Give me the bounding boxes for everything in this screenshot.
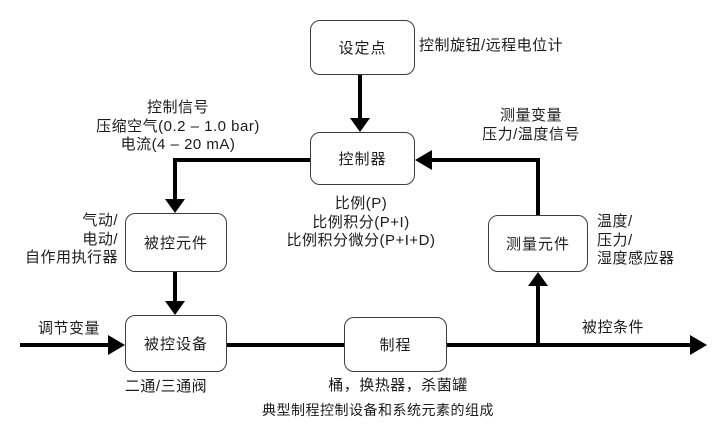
control-mode-pid: 比例积分微分(P+I+D) (286, 232, 436, 249)
node-process: 制程 (344, 317, 447, 372)
connector-input (20, 343, 109, 347)
actuator-type-line2: 电动/ (82, 230, 118, 248)
connector-branch-measuring (536, 285, 540, 347)
node-controlled-element-label: 被控元件 (143, 235, 208, 252)
measured-variable-line1: 测量变量 (499, 107, 562, 124)
label-controlled-condition: 被控条件 (582, 319, 644, 338)
control-signal-line2: 压缩空气(0.2 – 1.0 bar) (96, 117, 260, 135)
connector-controller-left (173, 158, 310, 162)
node-controller-label: 控制器 (338, 151, 387, 168)
control-signal-line3: 电流(4 – 20 mA) (120, 136, 236, 153)
diagram-caption-text: 典型制程控制设备和系统元素的组成 (262, 402, 494, 418)
arrowhead-into-controlled-device (165, 301, 185, 315)
arrowhead-into-controlled-element (165, 199, 185, 213)
node-controlled-element: 被控元件 (125, 213, 227, 272)
label-sensor-types: 温度/ 压力/ 湿度感应器 (597, 213, 675, 269)
arrowhead-into-controller-right (415, 150, 432, 170)
label-measured-variable: 测量变量 压力/温度信号 (441, 107, 621, 144)
connector-measuring-up (536, 162, 540, 215)
label-manipulated-variable: 调节变量 (38, 320, 100, 339)
sensor-type-line2: 压力/ (597, 231, 633, 249)
sensor-type-line3: 湿度感应器 (597, 250, 675, 267)
control-mode-pi: 比例积分(P+I) (312, 213, 410, 231)
diagram-caption: 典型制程控制设备和系统元素的组成 (258, 401, 498, 420)
sensor-type-line1: 温度/ (597, 213, 633, 230)
connector-element-device (173, 272, 177, 301)
label-control-signal: 控制信号 压缩空气(0.2 – 1.0 bar) 电流(4 – 20 mA) (88, 99, 268, 155)
arrowhead-into-controller-top (350, 118, 370, 132)
connector-setpoint-controller (358, 75, 362, 119)
arrowhead-into-measuring-element (528, 272, 548, 286)
node-setpoint-label: 设定点 (338, 40, 387, 57)
connector-output (447, 343, 690, 347)
node-measuring-element-label: 测量元件 (505, 236, 570, 253)
node-controlled-device-label: 被控设备 (143, 336, 208, 353)
label-setpoint-note: 控制旋钮/远程电位计 (419, 37, 563, 56)
setpoint-note-text: 控制旋钮/远程电位计 (419, 37, 564, 54)
connector-feedback-horizontal (429, 158, 540, 162)
node-controller: 控制器 (310, 132, 415, 185)
control-mode-p: 比例(P) (334, 195, 388, 212)
control-signal-line1: 控制信号 (146, 99, 209, 116)
node-controlled-device: 被控设备 (125, 315, 227, 372)
actuator-type-line3: 自作用执行器 (24, 249, 118, 266)
label-control-modes: 比例(P) 比例积分(P+I) 比例积分微分(P+I+D) (266, 195, 456, 251)
connector-device-process (227, 343, 344, 347)
label-actuator-types: 气动/ 电动/ 自作用执行器 (0, 212, 118, 268)
valve-note-text: 二通/三通阀 (124, 378, 208, 395)
measured-variable-line2: 压力/温度信号 (482, 125, 580, 143)
controlled-condition-text: 被控条件 (582, 319, 645, 336)
arrowhead-input (108, 335, 125, 355)
actuator-type-line1: 气动/ (82, 212, 118, 229)
node-measuring-element: 测量元件 (488, 215, 588, 272)
manipulated-variable-text: 调节变量 (38, 320, 101, 337)
arrowhead-output (690, 335, 707, 355)
node-setpoint: 设定点 (310, 20, 415, 75)
node-process-label: 制程 (379, 337, 412, 354)
process-note-text: 桶，换热器，杀菌罐 (328, 377, 468, 394)
label-process-note: 桶，换热器，杀菌罐 (318, 377, 478, 396)
label-valve-note: 二通/三通阀 (106, 378, 226, 397)
connector-down-to-controlled-element (173, 158, 177, 199)
